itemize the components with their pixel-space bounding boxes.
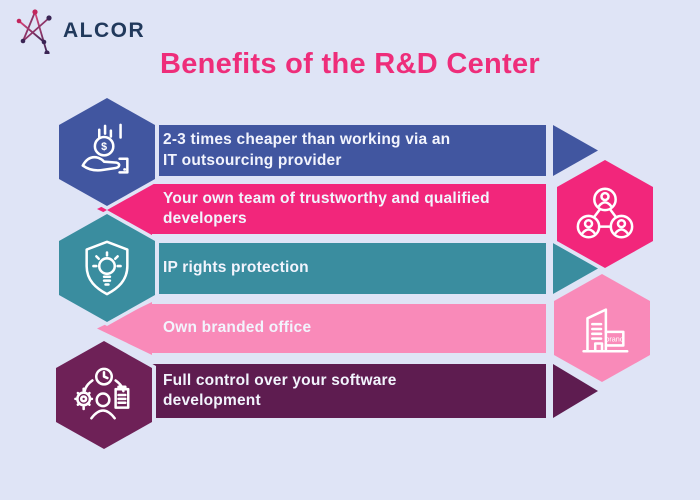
benefit-text-control: Full control over your software developm… bbox=[163, 371, 397, 409]
benefit-banner-control: Full control over your software developm… bbox=[150, 364, 546, 418]
alcor-logo-text: ALCOR bbox=[63, 19, 146, 42]
hexagon-control bbox=[52, 337, 156, 453]
alcor-constellation-icon bbox=[16, 9, 52, 54]
benefit-banner-ip: IP rights protection bbox=[150, 243, 546, 294]
team-icon bbox=[557, 160, 653, 268]
cost-savings-icon: $ bbox=[59, 98, 155, 206]
benefit-banner-team: Your own team of trustworthy and qualifi… bbox=[150, 184, 546, 234]
hexagon-office: brand bbox=[550, 270, 654, 386]
process-control-icon bbox=[56, 341, 152, 449]
benefit-banner-office: Own branded office bbox=[150, 304, 546, 353]
alcor-logo: ALCOR bbox=[16, 8, 145, 54]
branded-office-icon: brand bbox=[554, 274, 650, 382]
benefit-text-ip: IP rights protection bbox=[163, 259, 309, 277]
page-title: Benefits of the R&D Center bbox=[160, 48, 540, 80]
benefit-banner-cost: 2-3 times cheaper than working via an IT… bbox=[150, 125, 546, 176]
svg-text:$: $ bbox=[101, 141, 107, 153]
benefit-text-cost: 2-3 times cheaper than working via an IT… bbox=[163, 131, 451, 169]
brand-sign-label: brand bbox=[605, 335, 624, 344]
benefit-text-office: Own branded office bbox=[163, 319, 312, 337]
benefit-text-team: Your own team of trustworthy and qualifi… bbox=[163, 189, 490, 227]
ip-shield-icon bbox=[59, 214, 155, 322]
